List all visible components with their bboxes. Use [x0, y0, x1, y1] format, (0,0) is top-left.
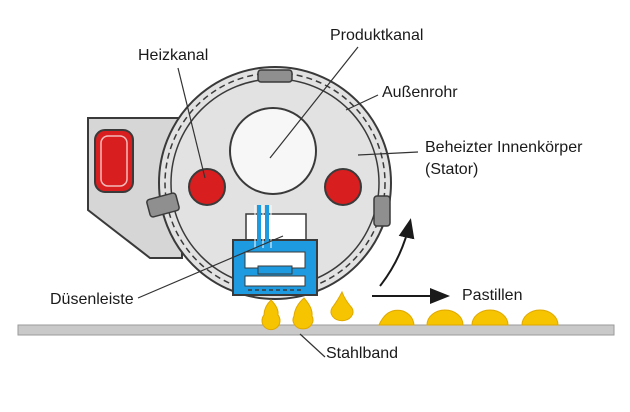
- steel-belt: [17, 324, 615, 336]
- label-aussenrohr: Außenrohr: [382, 84, 458, 101]
- falling-drops: [261, 290, 354, 331]
- drop-3: [330, 290, 354, 322]
- heating-channel-right: [324, 168, 362, 206]
- top-slot: [257, 69, 293, 83]
- label-duesenleiste: Düsenleiste: [50, 291, 134, 308]
- label-stahlband: Stahlband: [326, 345, 399, 362]
- leader-stahlband: [299, 333, 326, 358]
- label-heizkanal: Heizkanal: [138, 47, 209, 64]
- leader-stator: [357, 151, 419, 156]
- product-channel: [229, 107, 317, 195]
- housing-heater-red: [94, 129, 134, 193]
- label-stator-line1: Beheizter Innenkörper: [425, 139, 583, 156]
- label-produktkanal: Produktkanal: [330, 27, 424, 44]
- left-seal: [146, 192, 180, 218]
- leader-aussenrohr: [345, 94, 379, 111]
- heating-channel-left: [188, 168, 226, 206]
- leader-heizkanal: [177, 67, 206, 179]
- leader-lines: [137, 46, 419, 358]
- pastille-3: [471, 309, 509, 326]
- pastille-2: [426, 309, 464, 326]
- right-seal: [373, 195, 391, 227]
- label-pastillen: Pastillen: [462, 287, 523, 304]
- leader-duesenleiste: [137, 235, 284, 299]
- pastille-4: [521, 309, 559, 326]
- pastille-1: [378, 309, 415, 326]
- label-stator-line2: (Stator): [425, 161, 479, 178]
- pastilles: [378, 309, 559, 326]
- drop-2: [292, 297, 314, 330]
- drop-1: [261, 299, 281, 331]
- leader-produktkanal: [269, 46, 359, 159]
- rotation-arrow: [379, 218, 415, 287]
